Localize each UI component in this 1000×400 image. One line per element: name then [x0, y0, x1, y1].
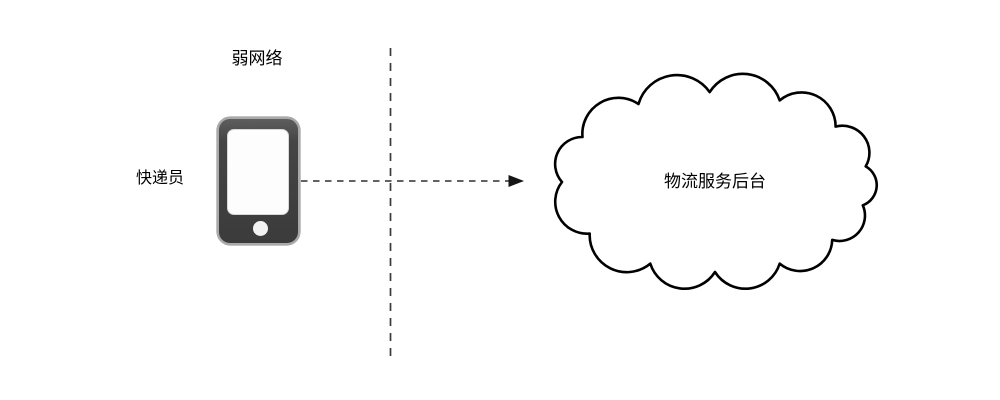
courier-label: 快递员: [135, 170, 184, 187]
smartphone-screen: [227, 129, 289, 215]
backend-cloud-label: 物流服务后台: [664, 172, 766, 191]
smartphone-icon: [217, 117, 300, 245]
dashed-arrow-right: [301, 175, 524, 187]
cloud-shape: [553, 72, 879, 290]
dashed-arrow-head: [508, 175, 524, 187]
weak-network-label: 弱网络: [231, 49, 283, 68]
smartphone-home-button: [253, 221, 268, 236]
